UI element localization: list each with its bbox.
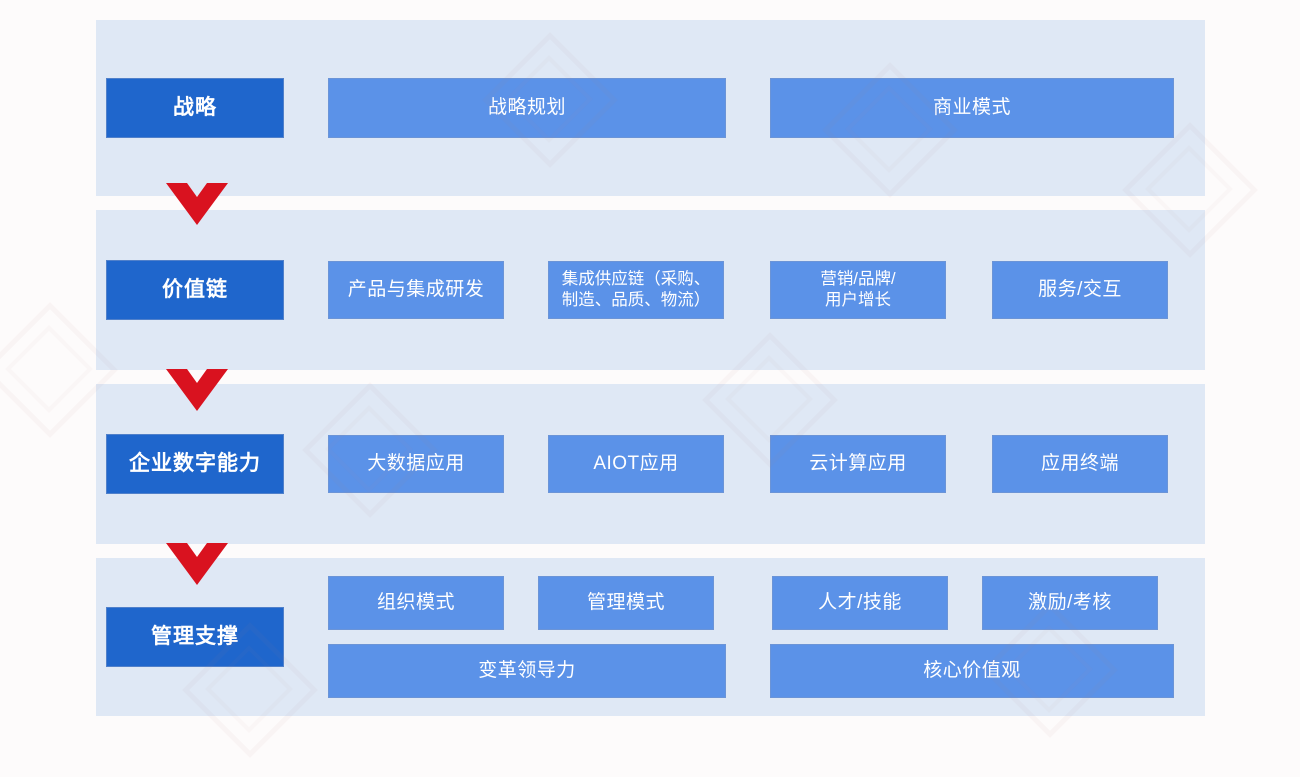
management-support-row-2: 变革领导力 核心价值观 — [328, 644, 1174, 698]
layer-item-strategy-planning[interactable]: 战略规划 — [328, 78, 726, 138]
layer-digital-capability: 企业数字能力 大数据应用 AIOT应用 云计算应用 应用终端 — [96, 384, 1205, 544]
layer-label-value-chain[interactable]: 价值链 — [106, 260, 284, 320]
chevron-down-icon-2 — [166, 369, 228, 411]
layer-strategy: 战略 战略规划 商业模式 — [96, 20, 1205, 196]
layer-management-support: 管理支撑 组织模式 管理模式 人才/技能 激励/考核 变革领导力 核心价值观 — [96, 558, 1205, 716]
layer-item-big-data[interactable]: 大数据应用 — [328, 435, 504, 493]
layer-item-change-leadership[interactable]: 变革领导力 — [328, 644, 726, 698]
layer-item-organization-model[interactable]: 组织模式 — [328, 576, 504, 630]
chevron-down-icon-1 — [166, 183, 228, 225]
layer-label-digital-capability[interactable]: 企业数字能力 — [106, 434, 284, 494]
chevron-down-icon-3 — [166, 543, 228, 585]
layer-value-chain: 价值链 产品与集成研发 集成供应链（采购、 制造、品质、物流） 营销/品牌/ 用… — [96, 210, 1205, 370]
layer-item-talent-skills[interactable]: 人才/技能 — [772, 576, 948, 630]
layer-item-aiot[interactable]: AIOT应用 — [548, 435, 724, 493]
layer-item-marketing-growth[interactable]: 营销/品牌/ 用户增长 — [770, 261, 946, 319]
layer-item-product-rnd[interactable]: 产品与集成研发 — [328, 261, 504, 319]
layer-item-business-model[interactable]: 商业模式 — [770, 78, 1174, 138]
layer-label-management-support[interactable]: 管理支撑 — [106, 607, 284, 667]
layer-item-application-terminal[interactable]: 应用终端 — [992, 435, 1168, 493]
framework-diagram: 战略 战略规划 商业模式 价值链 产品与集成研发 集成供应链（采购、 制造、品质… — [96, 20, 1205, 716]
layer-item-cloud-computing[interactable]: 云计算应用 — [770, 435, 946, 493]
layer-item-service-interaction[interactable]: 服务/交互 — [992, 261, 1168, 319]
layer-item-management-model[interactable]: 管理模式 — [538, 576, 714, 630]
layer-item-core-values[interactable]: 核心价值观 — [770, 644, 1174, 698]
layer-item-incentive-assessment[interactable]: 激励/考核 — [982, 576, 1158, 630]
layer-item-supply-chain[interactable]: 集成供应链（采购、 制造、品质、物流） — [548, 261, 724, 319]
management-support-grid: 组织模式 管理模式 人才/技能 激励/考核 变革领导力 核心价值观 — [328, 576, 1174, 698]
management-support-row-1: 组织模式 管理模式 人才/技能 激励/考核 — [328, 576, 1174, 630]
layer-label-strategy[interactable]: 战略 — [106, 78, 284, 138]
